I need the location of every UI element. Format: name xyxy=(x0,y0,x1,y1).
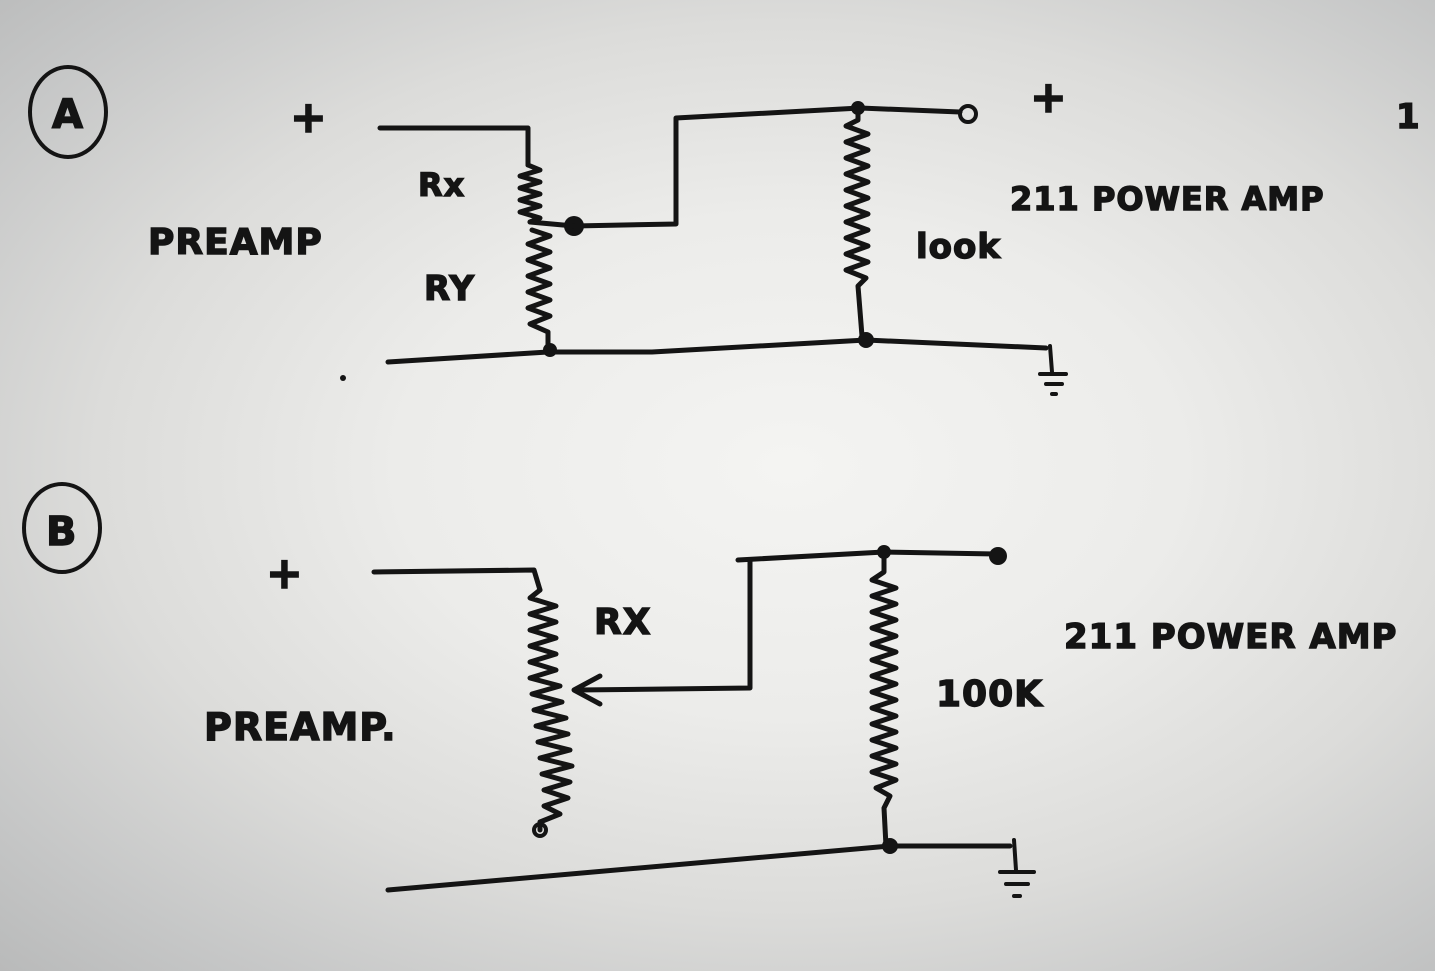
circuit-b-output-wire xyxy=(735,549,999,563)
circuit-b-wiper-arrow-icon xyxy=(571,673,603,707)
circuit-a-label-circle xyxy=(28,65,108,159)
page-mark: 1 xyxy=(1396,97,1421,137)
circuit-a-ground-icon xyxy=(1038,344,1068,396)
circuit-a-signal-wire xyxy=(571,105,863,229)
circuit-b-rx-label: RX xyxy=(594,602,651,643)
circuit-b-output-terminal[interactable] xyxy=(989,547,1007,565)
circuit-b-input-plus: + xyxy=(266,548,304,599)
circuit-b-ground-rail xyxy=(385,843,1013,893)
circuit-a-load-ground-node xyxy=(858,332,874,348)
circuit-a-rx-resistor xyxy=(517,162,543,225)
circuit-b-power-amp-label: 211 POWER AMP xyxy=(1064,617,1397,657)
circuit-b-pot-resistor xyxy=(527,587,575,833)
circuit-b-wiper-wire xyxy=(575,557,753,693)
circuit-a-output-plus: + xyxy=(1030,72,1068,123)
circuit-a-rx-label: Rx xyxy=(418,166,465,204)
circuit-b-preamp-label: PREAMP. xyxy=(204,705,397,749)
circuit-a-load-label: look xyxy=(916,227,1001,267)
circuit-a-ry-ground-node xyxy=(543,343,557,357)
circuit-a-ry-resistor xyxy=(525,227,553,351)
circuit-b-load-ground-node xyxy=(882,838,898,854)
circuit-a-ground-rail xyxy=(385,337,1049,365)
circuit-a-output-terminal[interactable] xyxy=(958,104,978,124)
circuit-a-load-resistor xyxy=(843,105,871,339)
circuit-a-junction-lead xyxy=(527,219,577,229)
circuit-a: A + PREAMP Rx RY + look 211 POWER AMP 1 xyxy=(28,65,1421,396)
circuit-a-ry-label: RY xyxy=(424,269,475,309)
circuit-b-label: B xyxy=(46,509,78,555)
circuit-b-label-circle xyxy=(22,482,102,574)
circuit-b-load-label: 100K xyxy=(936,674,1043,715)
circuit-a-output-wire xyxy=(857,105,963,115)
circuit-a-input-wire xyxy=(377,125,531,168)
circuit-b-ground-icon xyxy=(998,838,1036,898)
circuit-b-load-resistor xyxy=(869,549,899,849)
circuit-a-input-plus: + xyxy=(290,92,328,143)
circuit-b-pot-end xyxy=(532,822,548,838)
circuit-a-preamp-label: PREAMP xyxy=(148,222,323,263)
circuit-a-power-amp-label: 211 POWER AMP xyxy=(1010,180,1325,218)
circuit-a-label: A xyxy=(52,92,84,138)
circuit-b-input-wire xyxy=(371,567,543,593)
circuit-b: B + PREAMP. RX 100K 211 POWER AMP xyxy=(22,482,1397,898)
circuit-a-stray-dot xyxy=(340,375,346,381)
